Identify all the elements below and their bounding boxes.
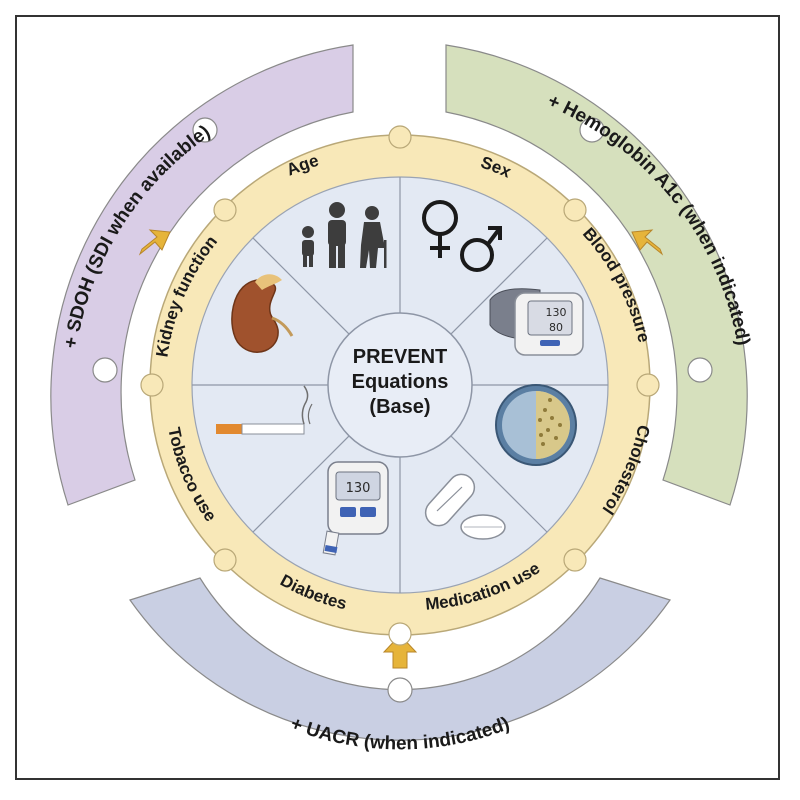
ring-knob-top	[388, 125, 412, 149]
sex-symbols-icon	[422, 200, 502, 272]
cigarette-icon	[216, 385, 313, 435]
uacr-arrow	[382, 634, 418, 669]
lipoprotein-particle-icon	[495, 384, 577, 466]
glucometer-icon: 130	[322, 461, 389, 556]
hba1c-arrow	[631, 229, 664, 256]
ring-knob-bl	[213, 548, 237, 572]
sdoh-arrow	[138, 229, 171, 256]
ring-knob-br	[563, 548, 587, 572]
uacr-knob	[387, 677, 413, 703]
ring-knob-tr	[563, 198, 587, 222]
ring-knob-l	[140, 373, 164, 397]
bp-reading-bottom: 80	[549, 321, 563, 334]
ring-knob-r	[636, 373, 660, 397]
sdoh-knob-2	[92, 357, 118, 383]
hba1c-knob	[579, 117, 605, 143]
pills-icon	[424, 473, 506, 540]
center-hub	[327, 312, 473, 458]
people-icon	[302, 202, 387, 268]
blood-pressure-monitor-icon: 130 80	[489, 288, 584, 356]
center-subtitle: Equations	[352, 371, 449, 393]
center-title: PREVENT	[353, 346, 447, 368]
glucometer-reading: 130	[346, 481, 371, 496]
ring-knob-tl	[213, 198, 237, 222]
uacr-band	[129, 577, 671, 741]
sdoh-knob	[192, 117, 218, 143]
ring-knob-bottom	[388, 622, 412, 646]
bp-reading-top: 130	[546, 306, 567, 319]
center-qualifier: (Base)	[369, 396, 430, 418]
hba1c-knob-2	[687, 357, 713, 383]
kidney-icon	[231, 274, 294, 353]
